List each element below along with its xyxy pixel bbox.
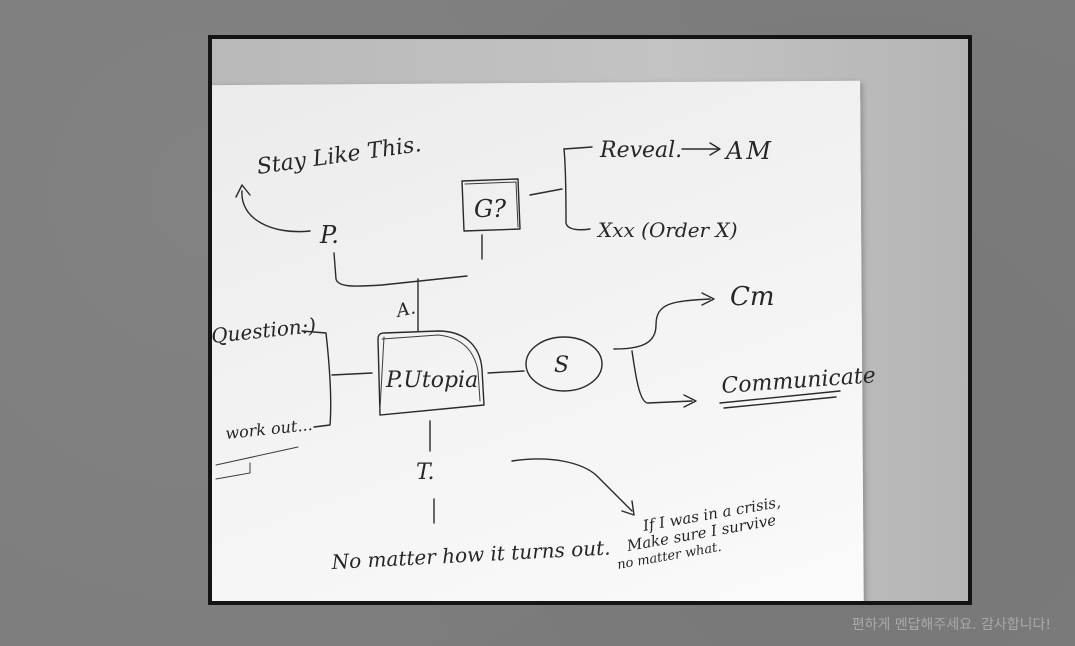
underline-communicate-1 <box>719 390 841 404</box>
node-no-matter-how: No matter how it turns out. <box>330 535 611 574</box>
node-g: G? <box>474 195 506 223</box>
arrow-p-to-stay <box>241 190 311 233</box>
node-reveal: Reveal. <box>599 138 682 163</box>
node-work-out: work out... <box>224 415 313 443</box>
bracket-question <box>301 330 332 428</box>
node-stay-like-this: Stay Like This. <box>255 132 422 180</box>
line-utopia-to-s <box>487 370 525 374</box>
arrow-s-to-communicate <box>631 350 693 404</box>
arrowhead-stay <box>235 184 251 198</box>
bracket-g <box>563 148 591 231</box>
box-g <box>461 178 521 232</box>
node-communicate: Communicate <box>721 363 877 399</box>
node-p-utopia: P.Utopia <box>385 368 478 393</box>
node-question: Question:) <box>212 313 317 348</box>
box-p-utopia <box>377 330 485 416</box>
node-cm: Cm <box>730 282 775 312</box>
arrow-s-to-cm <box>613 298 711 350</box>
circle-s <box>525 336 603 392</box>
line-p-to-a <box>333 252 468 287</box>
node-a: A. <box>393 297 418 322</box>
node-xxx-order: Xxx (Order X) <box>596 218 738 242</box>
node-p: P. <box>319 221 339 249</box>
mind-map-sketch: Stay Like This. P. G? Reveal. AM Xxx (Or… <box>212 132 877 574</box>
line-question-to-utopia <box>331 372 373 376</box>
line-g-to-branch <box>529 188 563 196</box>
node-am: AM <box>724 137 774 165</box>
comic-panel: Stay Like This. P. G? Reveal. AM Xxx (Or… <box>208 35 972 605</box>
watermark-text: 편하게 멘답해주세요. 감사합니다! <box>851 617 1051 633</box>
node-s: S <box>554 353 569 378</box>
arrow-t-to-crisis <box>511 458 633 512</box>
underline-communicate-2 <box>723 396 837 409</box>
node-t: T. <box>416 460 434 485</box>
